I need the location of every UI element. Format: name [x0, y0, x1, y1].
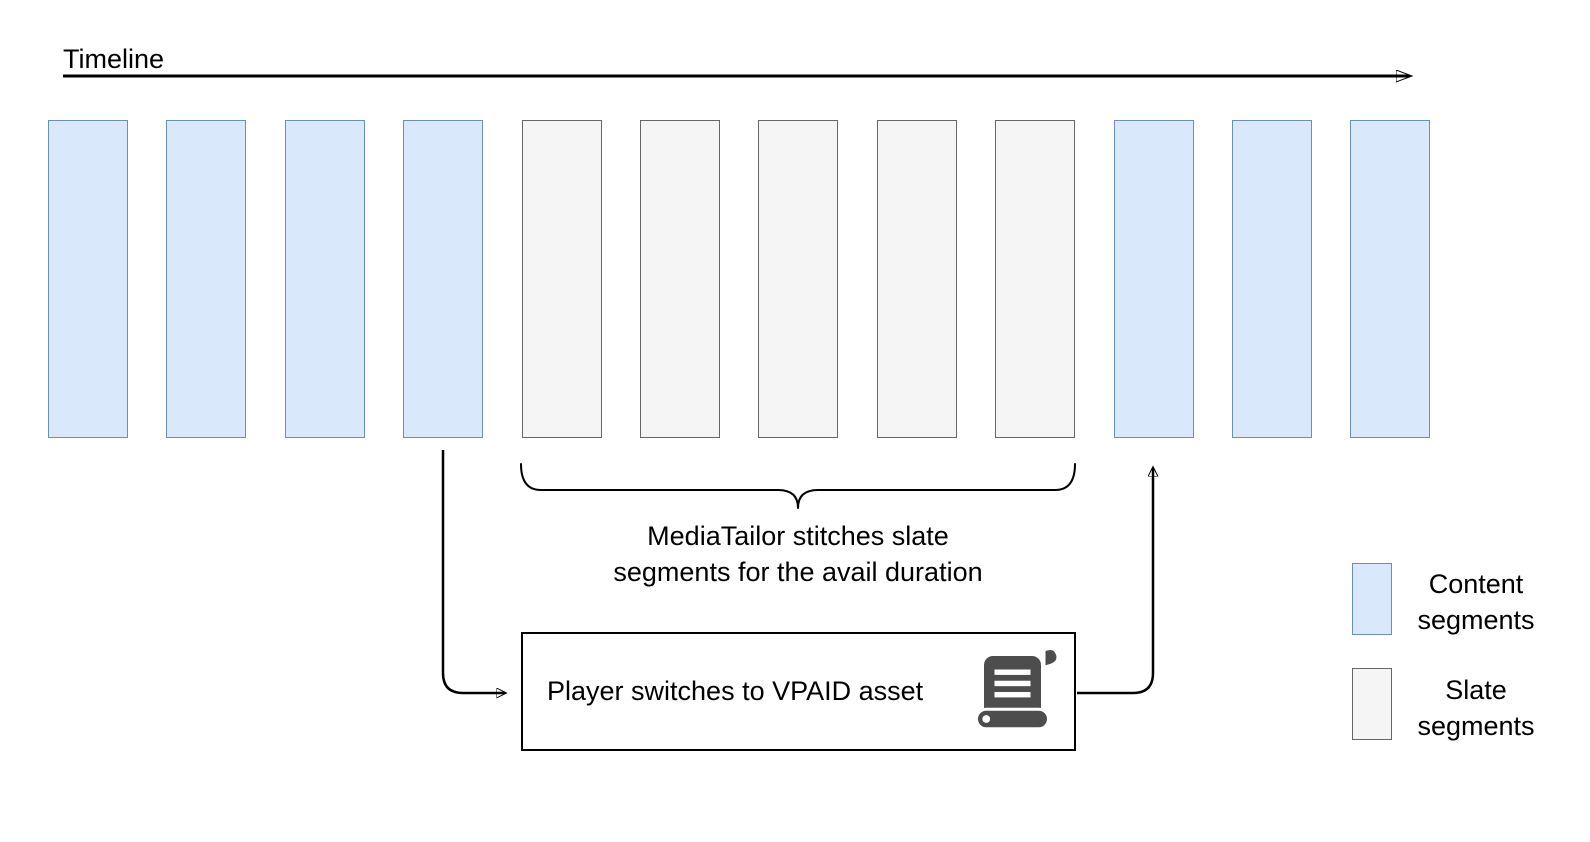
- player-box-label: Player switches to VPAID asset: [547, 676, 924, 706]
- content-segment: [403, 120, 484, 438]
- slate-segment: [640, 120, 720, 438]
- content-segment: [1350, 120, 1431, 438]
- content-segment: [1113, 120, 1194, 438]
- slate-segment: [876, 120, 957, 438]
- scroll-icon: [966, 644, 1062, 740]
- content-segment: [48, 120, 128, 438]
- legend-slate-label: Slate segments: [1417, 675, 1535, 741]
- content-segment: [1232, 120, 1312, 438]
- slate-brace: [520, 463, 1076, 509]
- arrow-to-player-box: [441, 450, 505, 693]
- slate-segment: [521, 120, 602, 438]
- timeline-label: Timeline: [63, 44, 165, 74]
- stitch-annotation: MediaTailor stitches slate segments for …: [613, 521, 983, 587]
- legend-content-swatch: [1352, 563, 1392, 635]
- legend-content-label: Content segments: [1417, 569, 1535, 635]
- slate-segment: [995, 120, 1076, 438]
- arrow-to-content-segment: [1077, 468, 1153, 695]
- content-segment: [284, 120, 365, 438]
- content-segment: [166, 120, 247, 438]
- player-box: Player switches to VPAID asset: [521, 632, 1076, 751]
- slate-segment: [758, 120, 839, 438]
- legend-slate-swatch: [1352, 668, 1392, 740]
